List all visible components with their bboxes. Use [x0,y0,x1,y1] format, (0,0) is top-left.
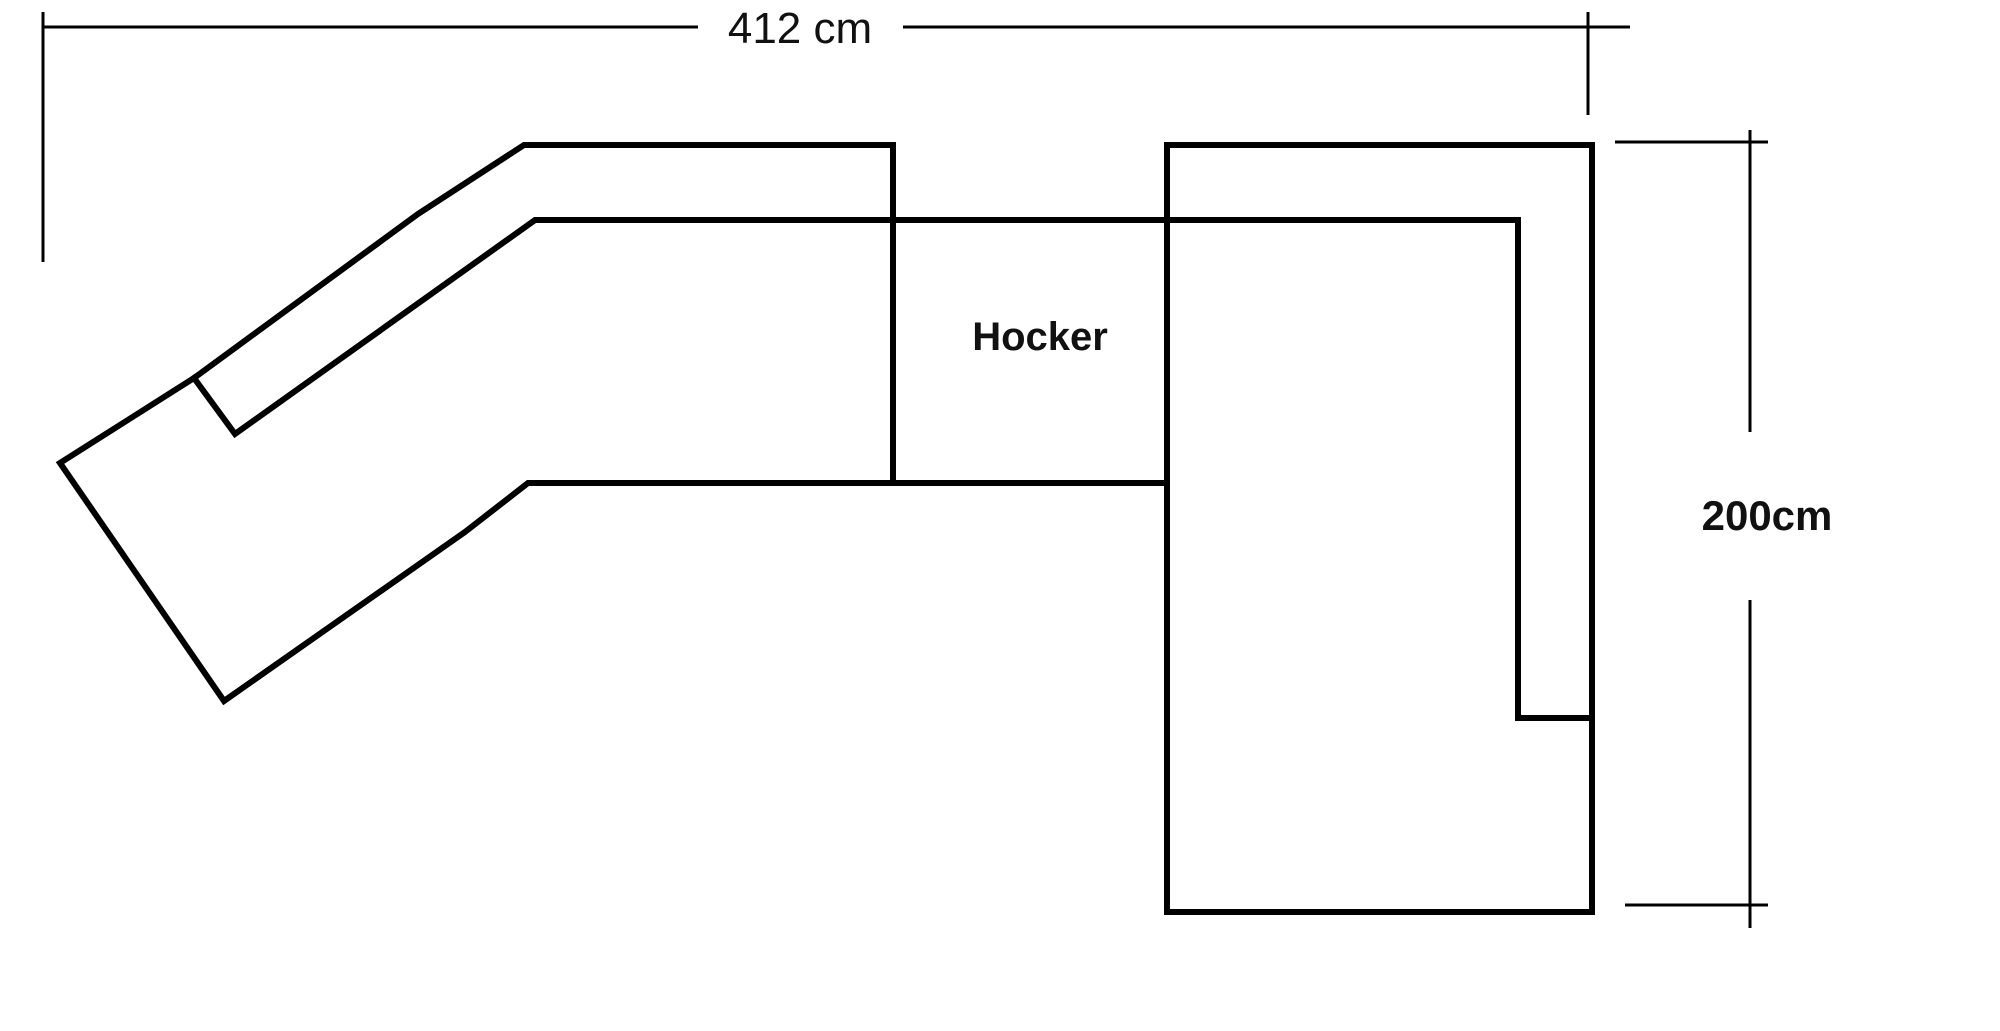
chaise-module-backrest [1164,217,1595,721]
height-dimension: 200cm [1615,130,1832,928]
chaise-module-outline [1164,142,1595,915]
width-dimension: 412 cm [41,4,1630,262]
height-dimension-label: 200cm [1702,492,1833,539]
width-dimension-label: 412 cm [728,4,872,53]
angled-end-module-outline [55,142,896,706]
hocker-label: Hocker [972,315,1108,359]
angled-end-module-backrest [189,217,896,439]
hocker-module: Hocker [890,142,1170,486]
